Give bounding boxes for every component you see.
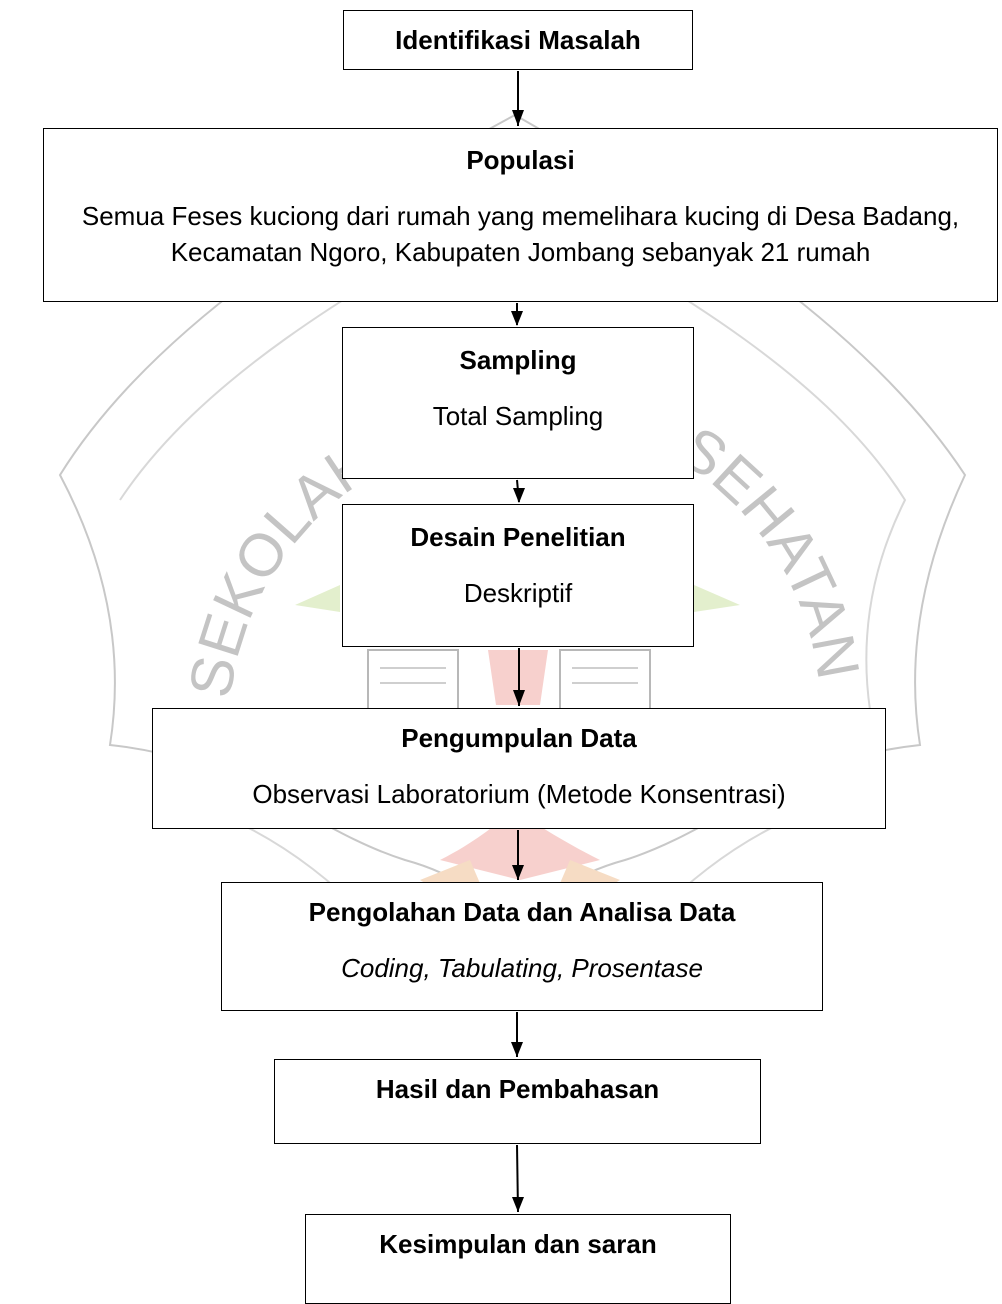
node-hasil-pembahasan: Hasil dan Pembahasan [274,1059,761,1144]
node-title: Pengumpulan Data [401,723,637,753]
watermark-green-leaf-right [694,585,740,612]
node-pengumpulan-data: Pengumpulan Data Observasi Laboratorium … [152,708,886,829]
node-description: Total Sampling [432,401,604,431]
node-description: Observasi Laboratorium (Metode Konsentra… [252,779,786,809]
node-pengolahan-data: Pengolahan Data dan Analisa Data Coding,… [221,882,823,1011]
arrowhead-pengolahan-hasil [511,1042,523,1057]
arrowhead-hasil-kesimpulan [512,1197,524,1212]
arrowhead-populasi-sampling [511,311,523,326]
node-sampling: Sampling Total Sampling [342,327,694,479]
arrowhead-desain-pengumpulan [513,690,525,706]
node-description: Semua Feses kuciong dari rumah yang meme… [81,201,960,267]
node-description: Deskriptif [463,578,573,608]
node-desain-penelitian: Desain Penelitian Deskriptif [342,504,694,647]
node-populasi: Populasi Semua Feses kuciong dari rumah … [43,128,998,302]
arrowhead-identifikasi-populasi [512,110,524,126]
node-title: Desain Penelitian [410,522,626,552]
node-title: Pengolahan Data dan Analisa Data [308,897,736,927]
node-title: Hasil dan Pembahasan [375,1074,660,1104]
watermark-red-base [440,810,600,880]
watermark-green-leaf-left [295,585,340,612]
node-title: Sampling [459,345,577,375]
node-kesimpulan-saran: Kesimpulan dan saran [305,1214,731,1304]
node-title: Populasi [466,145,575,175]
arrowhead-sampling-desain [513,488,525,503]
node-title: Kesimpulan dan saran [379,1229,657,1259]
node-title: Identifikasi Masalah [395,25,641,55]
arrowhead-pengumpulan-pengolahan [512,865,524,880]
node-identifikasi-masalah: Identifikasi Masalah [343,10,693,70]
node-description: Coding, Tabulating, Prosentase [341,953,703,983]
